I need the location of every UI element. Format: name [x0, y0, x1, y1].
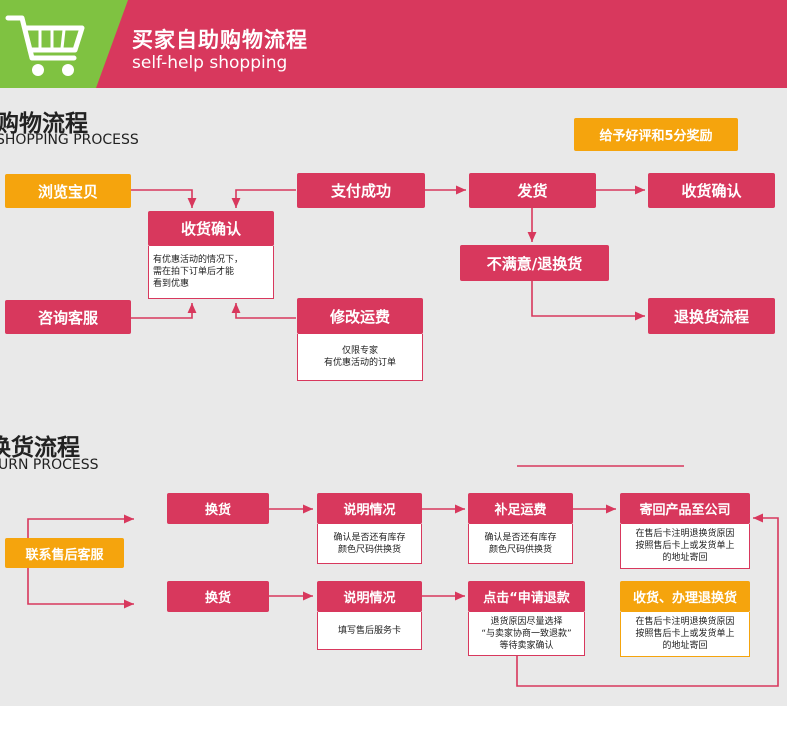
contact-after-sales-node: 联系售后客服: [5, 538, 124, 568]
confirm-receipt-node: 收货确认: [148, 211, 274, 246]
shopping-cart-icon: [5, 15, 85, 61]
footer-strip: [0, 706, 787, 730]
add-shipping-note: 确认是否还有库存 颜色尺码供换货: [468, 524, 573, 564]
apply-refund-node: 点击“申请退款: [468, 581, 585, 612]
shopping-section-subtitle: SHOPPING PROCESS: [0, 132, 139, 148]
add-shipping-node: 补足运费: [468, 493, 573, 524]
confirm-receipt-note: 有优惠活动的情况下， 需在拍下订单后才能 看到优惠: [148, 246, 274, 299]
apply-refund-note: 退货原因尽量选择 “与卖家协商一致退款” 等待卖家确认: [468, 612, 585, 656]
explain-node-2: 说明情况: [317, 581, 422, 612]
browse-items-node: 浏览宝贝: [5, 174, 131, 208]
shopping-section-title: 购物流程: [0, 111, 88, 137]
header-subtitle: self-help shopping: [132, 53, 288, 73]
exchange-node-1: 换货: [167, 493, 269, 524]
return-section-subtitle: URN PROCESS: [0, 457, 99, 473]
exchange-node-2: 换货: [167, 581, 269, 612]
payment-success-node: 支付成功: [297, 173, 425, 208]
return-section-title: 换货流程: [0, 435, 80, 461]
receive-process-note: 在售后卡注明退换货原因 按照售后卡上或发货单上 的地址寄回: [620, 612, 750, 657]
send-back-node: 寄回产品至公司: [620, 493, 750, 524]
explain-note-2: 填写售后服务卡: [317, 612, 422, 650]
cart-panel: [0, 0, 128, 88]
header-title: 买家自助购物流程: [132, 28, 308, 52]
unsatisfied-return-node: 不满意/退换货: [460, 245, 609, 281]
receive-process-node: 收货、办理退换货: [620, 581, 750, 612]
explain-note-1: 确认是否还有库存 颜色尺码供换货: [317, 524, 422, 564]
consult-service-node: 咨询客服: [5, 300, 131, 334]
reward-badge: 给予好评和5分奖励: [574, 118, 738, 151]
modify-shipping-note: 仅限专家 有优惠活动的订单: [297, 334, 423, 381]
ship-node: 发货: [469, 173, 596, 208]
explain-node-1: 说明情况: [317, 493, 422, 524]
header-banner: [0, 0, 787, 88]
send-back-note: 在售后卡注明退换货原因 按照售后卡上或发货单上 的地址寄回: [620, 524, 750, 569]
receipt-confirm-node: 收货确认: [648, 173, 775, 208]
modify-shipping-node: 修改运费: [297, 298, 423, 334]
return-process-node: 退换货流程: [648, 298, 775, 334]
